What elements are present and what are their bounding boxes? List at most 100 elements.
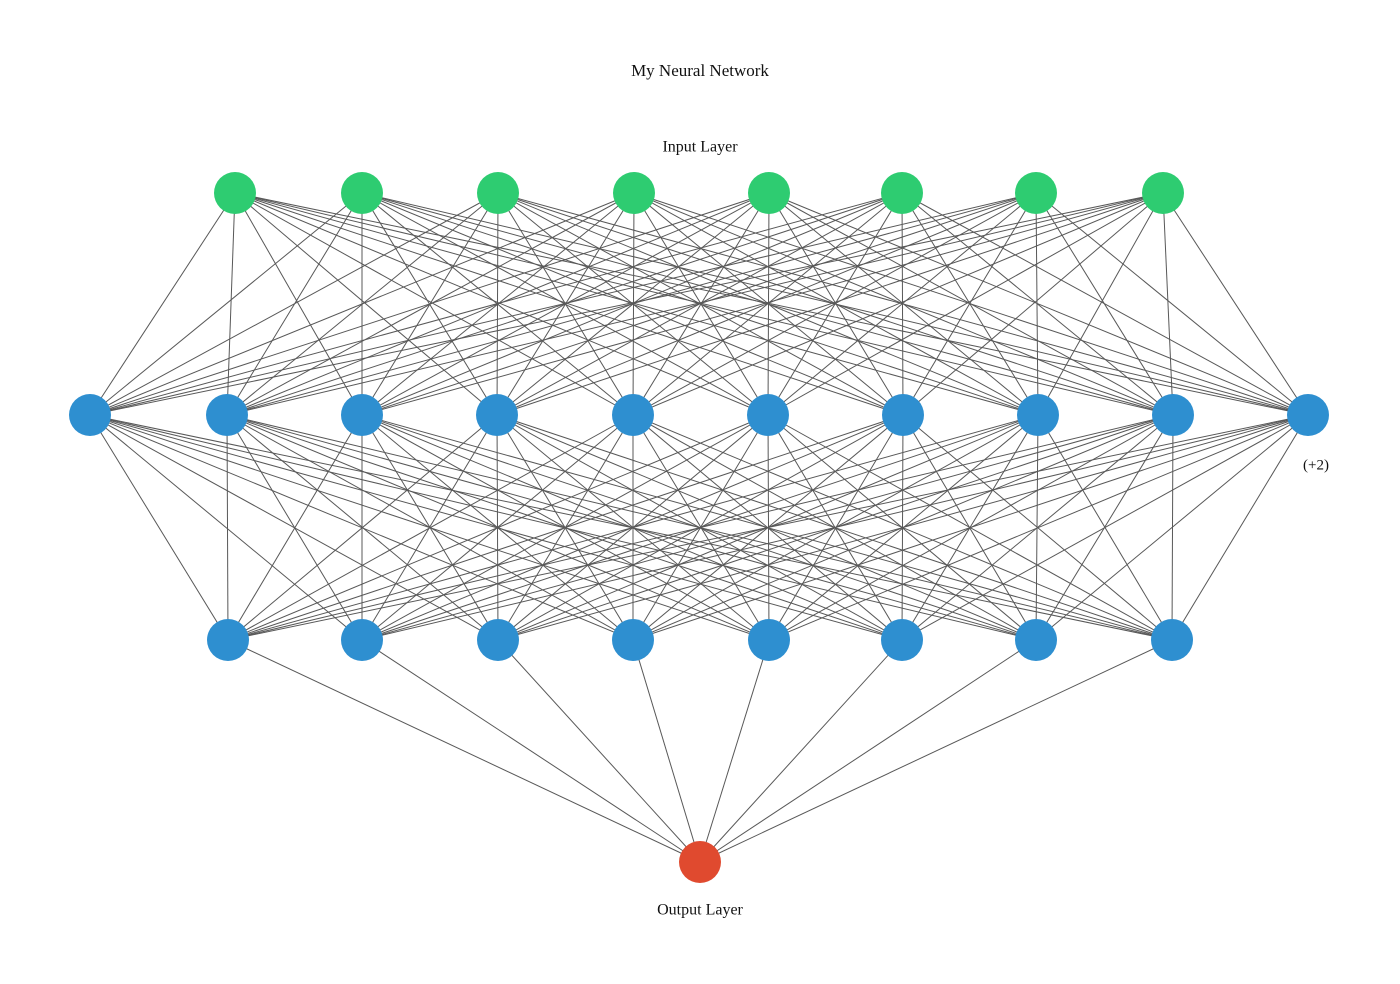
node-hidden2-5[interactable] bbox=[748, 619, 790, 661]
edge bbox=[89, 192, 635, 416]
node-hidden2-2[interactable] bbox=[341, 619, 383, 661]
node-input-2[interactable] bbox=[341, 172, 383, 214]
edge bbox=[227, 414, 1174, 641]
edge bbox=[226, 192, 770, 416]
edge bbox=[632, 192, 770, 416]
edge bbox=[767, 192, 770, 416]
node-hidden1-8[interactable] bbox=[1017, 394, 1059, 436]
node-hidden2-3[interactable] bbox=[477, 619, 519, 661]
node-hidden1-2[interactable] bbox=[206, 394, 248, 436]
edge bbox=[1162, 192, 1309, 416]
edge bbox=[234, 192, 498, 416]
edge bbox=[767, 192, 1164, 416]
edge-bundle-hidden2-to-output bbox=[227, 639, 1173, 863]
edge bbox=[89, 414, 229, 641]
edge bbox=[89, 414, 903, 641]
layer-nodes-output bbox=[679, 841, 721, 883]
edge bbox=[361, 639, 701, 863]
edge bbox=[768, 192, 1174, 416]
edge bbox=[227, 414, 634, 641]
node-hidden2-8[interactable] bbox=[1151, 619, 1193, 661]
edge bbox=[632, 414, 1309, 641]
edge bbox=[497, 639, 701, 863]
edge bbox=[361, 192, 1164, 416]
edge bbox=[1035, 192, 1309, 416]
edge bbox=[699, 639, 770, 863]
edge bbox=[226, 192, 1164, 416]
edges-group bbox=[89, 192, 1309, 863]
edge bbox=[632, 192, 1037, 416]
node-hidden2-1[interactable] bbox=[207, 619, 249, 661]
edge bbox=[496, 192, 1164, 416]
node-input-3[interactable] bbox=[477, 172, 519, 214]
node-hidden2-7[interactable] bbox=[1015, 619, 1057, 661]
node-hidden1-10[interactable] bbox=[1287, 394, 1329, 436]
edge bbox=[767, 192, 1037, 416]
output-layer-label: Output Layer bbox=[657, 902, 743, 919]
edge bbox=[234, 192, 363, 416]
edge bbox=[768, 414, 1309, 641]
edge bbox=[227, 639, 701, 863]
edge bbox=[234, 192, 904, 416]
edge bbox=[1035, 192, 1174, 416]
edge bbox=[361, 414, 1309, 641]
node-hidden2-4[interactable] bbox=[612, 619, 654, 661]
edge bbox=[1037, 192, 1164, 416]
nodes-group bbox=[69, 172, 1329, 883]
edge bbox=[226, 192, 1037, 416]
edge bbox=[234, 192, 1309, 416]
edge bbox=[89, 192, 499, 416]
edge bbox=[632, 192, 1164, 416]
edge bbox=[1171, 414, 1309, 641]
edge bbox=[227, 414, 1309, 641]
node-hidden1-6[interactable] bbox=[747, 394, 789, 436]
edge bbox=[234, 192, 1039, 416]
edge bbox=[227, 414, 498, 641]
edge bbox=[901, 414, 1309, 641]
node-input-5[interactable] bbox=[748, 172, 790, 214]
layer-nodes-input bbox=[214, 172, 1184, 214]
node-input-1[interactable] bbox=[214, 172, 256, 214]
edge bbox=[234, 192, 1174, 416]
diagram-title: My Neural Network bbox=[631, 61, 769, 80]
edge bbox=[902, 192, 1164, 416]
edge bbox=[89, 414, 363, 641]
edge bbox=[89, 192, 1037, 416]
edge bbox=[699, 639, 1037, 863]
node-hidden1-9[interactable] bbox=[1152, 394, 1194, 436]
node-hidden1-1[interactable] bbox=[69, 394, 111, 436]
edge bbox=[768, 192, 1039, 416]
edge bbox=[1035, 192, 1039, 416]
node-hidden1-7[interactable] bbox=[882, 394, 924, 436]
edge bbox=[89, 192, 363, 416]
hidden-layer-extra-nodes-note: (+2) bbox=[1303, 457, 1329, 473]
edge bbox=[496, 192, 1037, 416]
node-input-6[interactable] bbox=[881, 172, 923, 214]
edge bbox=[89, 192, 1164, 416]
edge bbox=[497, 414, 1309, 641]
layer-nodes-hidden1 bbox=[69, 394, 1329, 436]
edge bbox=[699, 639, 903, 863]
node-hidden1-5[interactable] bbox=[612, 394, 654, 436]
edge bbox=[227, 414, 1039, 641]
edge-bundle-hidden1-to-hidden2 bbox=[89, 414, 1309, 641]
labels-group: My Neural Network Input Layer Output Lay… bbox=[631, 61, 1329, 919]
node-output-1[interactable] bbox=[679, 841, 721, 883]
node-input-7[interactable] bbox=[1015, 172, 1057, 214]
node-hidden2-6[interactable] bbox=[881, 619, 923, 661]
node-hidden1-4[interactable] bbox=[476, 394, 518, 436]
node-input-4[interactable] bbox=[613, 172, 655, 214]
edge bbox=[226, 414, 229, 641]
edge bbox=[699, 639, 1173, 863]
edge bbox=[227, 414, 769, 641]
edge bbox=[89, 192, 903, 416]
node-input-8[interactable] bbox=[1142, 172, 1184, 214]
layer-nodes-hidden2 bbox=[207, 619, 1193, 661]
edge bbox=[768, 192, 904, 416]
input-layer-label: Input Layer bbox=[662, 139, 738, 156]
edge bbox=[227, 414, 363, 641]
edge bbox=[234, 192, 634, 416]
node-hidden1-3[interactable] bbox=[341, 394, 383, 436]
